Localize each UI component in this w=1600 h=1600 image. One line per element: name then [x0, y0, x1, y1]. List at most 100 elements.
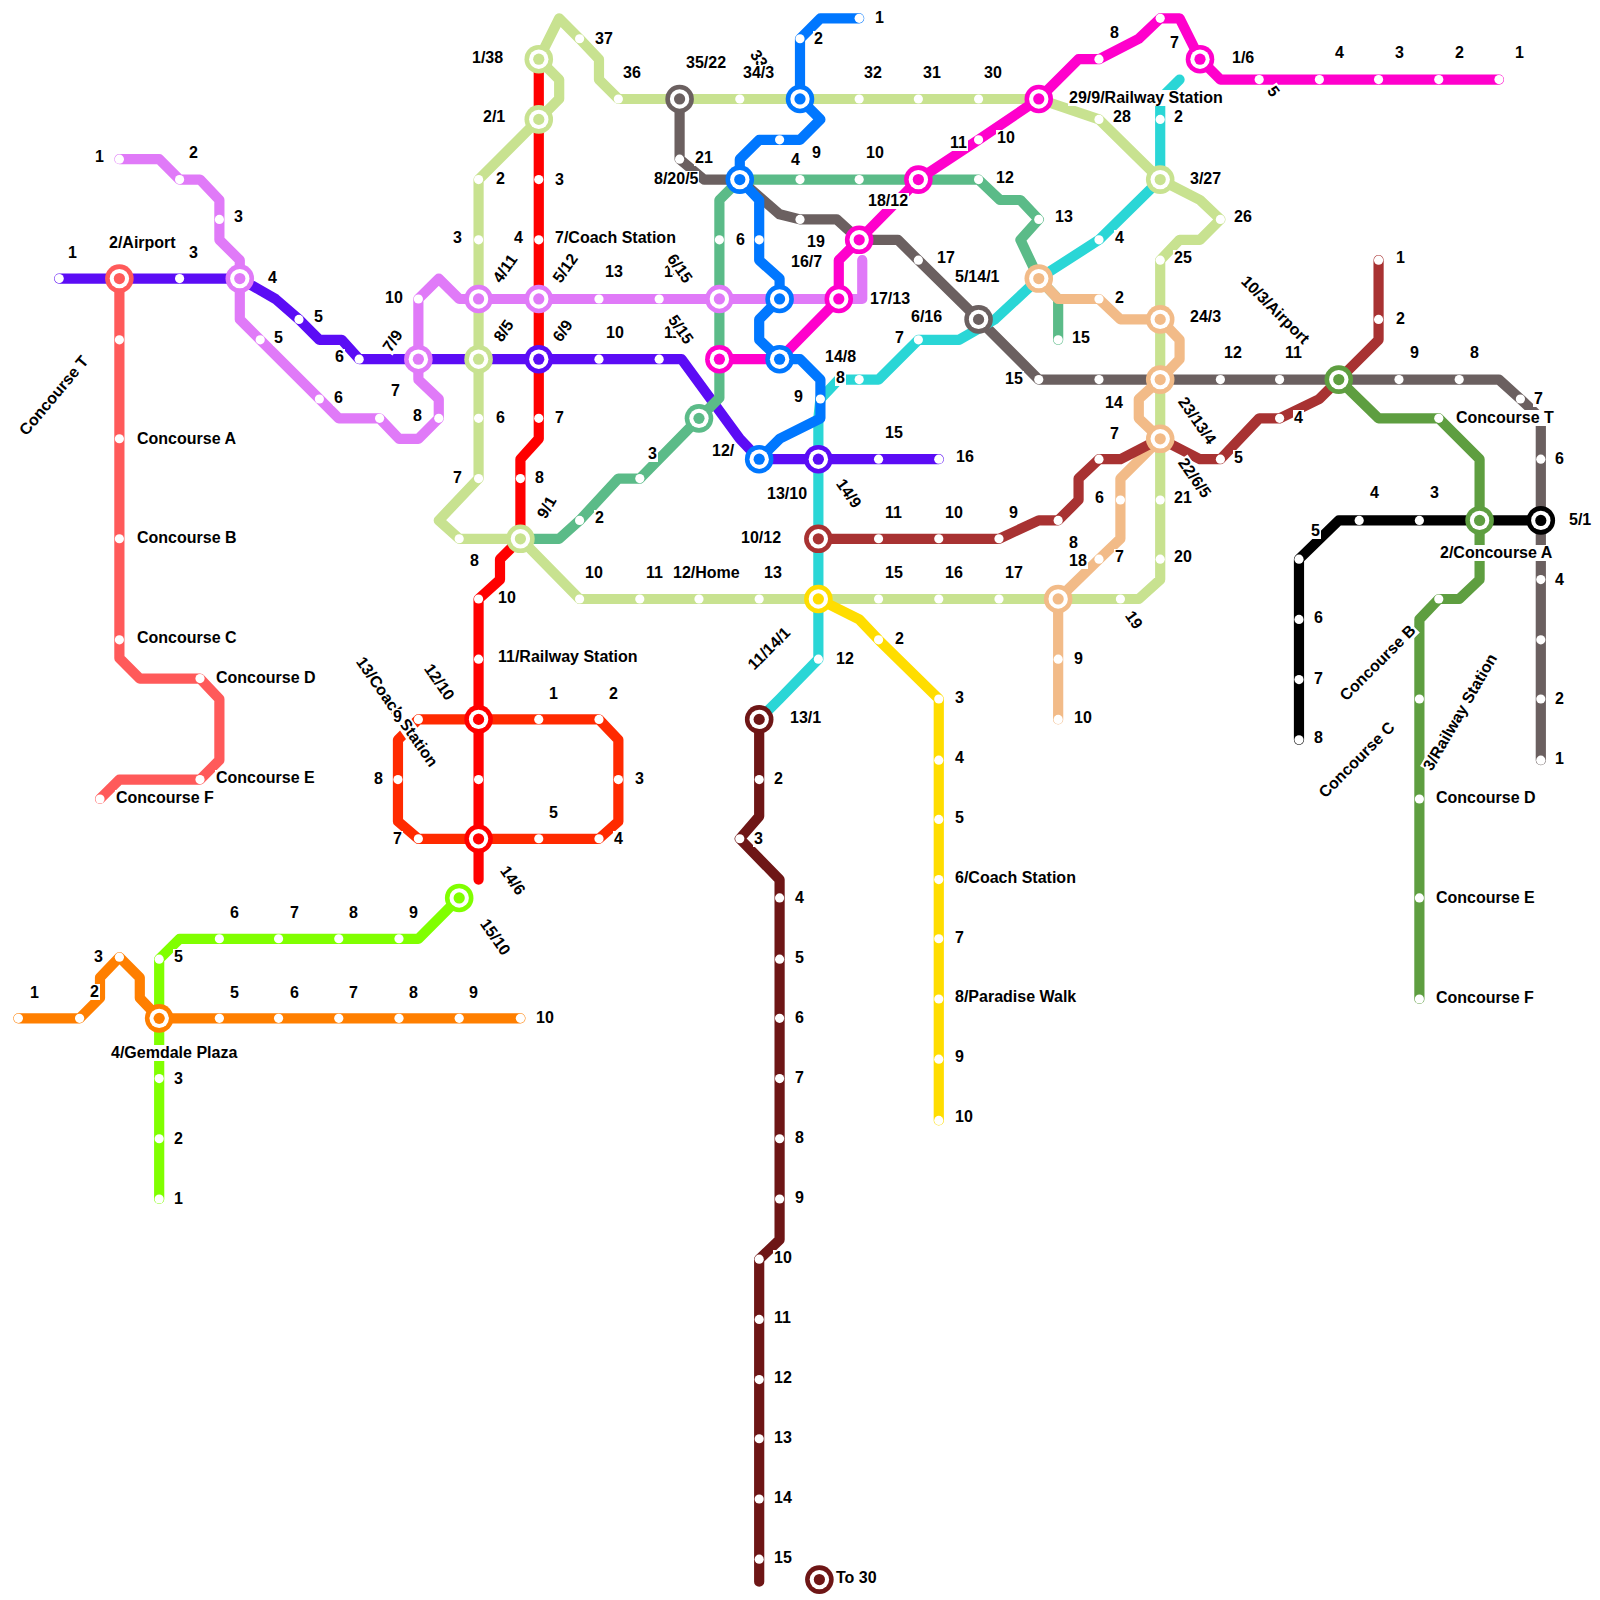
station-label: 3 — [452, 230, 463, 246]
station-label: 8 — [348, 905, 359, 921]
station-dot — [1255, 75, 1264, 84]
interchange-ring — [529, 289, 548, 308]
station-label: 13/10 — [766, 486, 808, 502]
station-dot — [1054, 516, 1063, 525]
interchange-ring — [1029, 269, 1048, 288]
interchange-ring — [524, 345, 553, 374]
station-dot — [1415, 516, 1424, 525]
station-label: 1 — [173, 1191, 184, 1207]
interchange-ring — [1033, 273, 1044, 284]
route-line — [520, 180, 1058, 539]
station-dot — [1374, 75, 1383, 84]
station-dot — [534, 175, 543, 184]
route-line — [759, 80, 1179, 720]
route-line — [18, 957, 520, 1018]
station-label: 5 — [229, 985, 240, 1001]
station-label: 10 — [584, 565, 604, 581]
interchange-ring — [674, 93, 685, 104]
station-dot — [855, 375, 864, 384]
interchange-ring — [464, 824, 493, 853]
station-dot — [1116, 495, 1125, 504]
station-label: 10 — [954, 1109, 974, 1125]
station-dot — [914, 335, 923, 344]
station-label: Concourse T — [1455, 410, 1555, 426]
station-label: 2 — [188, 145, 199, 161]
interchange-ring — [829, 289, 848, 308]
interchange-ring — [809, 449, 828, 468]
route-line — [479, 59, 539, 879]
station-label: 11 — [773, 1310, 792, 1326]
station-dot — [1094, 375, 1103, 384]
station-dot — [474, 655, 483, 664]
station-label: 2/Airport — [108, 235, 177, 251]
station-dot — [1415, 794, 1424, 803]
interchange-ring — [913, 174, 924, 185]
station-dot — [1415, 893, 1424, 902]
station-dot — [874, 594, 883, 603]
station-dot — [1156, 495, 1165, 504]
station-dot — [575, 516, 584, 525]
station-label: 2 — [495, 171, 506, 187]
station-dot — [534, 834, 543, 843]
interchange-ring — [1329, 370, 1348, 389]
station-label: 14/9 — [832, 475, 864, 511]
interchange-ring — [473, 714, 484, 725]
station-dot — [934, 875, 943, 884]
station-dot — [355, 355, 364, 364]
station-label: 5/14/1 — [954, 269, 1000, 285]
station-dot — [1434, 594, 1443, 603]
interchange-ring — [413, 354, 424, 365]
station-dot — [974, 175, 983, 184]
interchange-ring — [1527, 506, 1556, 535]
station-label: 12/10 — [420, 660, 457, 704]
interchange-ring — [1155, 174, 1166, 185]
station-label: 3 — [1429, 485, 1440, 501]
station-label: 7 — [894, 330, 905, 346]
station-label: 11/14/1 — [744, 624, 794, 674]
station-label: 3 — [554, 172, 565, 188]
station-label: 8 — [1469, 345, 1480, 361]
station-label: 9 — [468, 985, 479, 1001]
route-line — [818, 599, 938, 1120]
station-label: 35/22 — [685, 55, 727, 71]
station-dot — [1094, 555, 1103, 564]
station-dot — [755, 1375, 764, 1384]
station-label: 10 — [944, 505, 964, 521]
station-label: 7 — [954, 930, 965, 946]
interchange-ring — [749, 710, 768, 729]
station-dot — [315, 394, 324, 403]
station-label: 32 — [863, 65, 883, 81]
station-label: 9 — [794, 1190, 805, 1206]
station-label: 5 — [548, 805, 559, 821]
interchange-ring — [805, 1565, 834, 1594]
station-dot — [534, 235, 543, 244]
interchange-ring — [849, 230, 868, 249]
interchange-ring — [529, 110, 548, 129]
station-dot — [115, 335, 124, 344]
station-dot — [115, 434, 124, 443]
station-dot — [755, 1315, 764, 1324]
station-label: 7 — [1109, 426, 1120, 442]
interchange-ring — [234, 273, 245, 284]
station-label: 4 — [267, 270, 278, 286]
station-label: 5 — [1263, 82, 1282, 100]
station-dot — [1536, 455, 1545, 464]
station-dot — [914, 256, 923, 265]
station-dot — [814, 655, 823, 664]
station-label: 15 — [1004, 371, 1024, 387]
station-dot — [334, 934, 343, 943]
station-label: 3 — [1394, 45, 1405, 61]
station-label: 9 — [408, 905, 419, 921]
station-label: 10 — [773, 1250, 793, 1266]
interchange-ring — [964, 305, 993, 334]
interchange-ring — [1151, 370, 1170, 389]
station-label: Concourse B — [136, 530, 238, 546]
interchange-ring — [464, 705, 493, 734]
interchange-ring — [1151, 429, 1170, 448]
station-label: 9 — [1073, 651, 1084, 667]
interchange-ring — [813, 593, 824, 604]
station-dot — [115, 953, 124, 962]
interchange-ring — [814, 1574, 825, 1585]
station-label: 21 — [694, 150, 714, 166]
station-label: 4 — [954, 750, 965, 766]
